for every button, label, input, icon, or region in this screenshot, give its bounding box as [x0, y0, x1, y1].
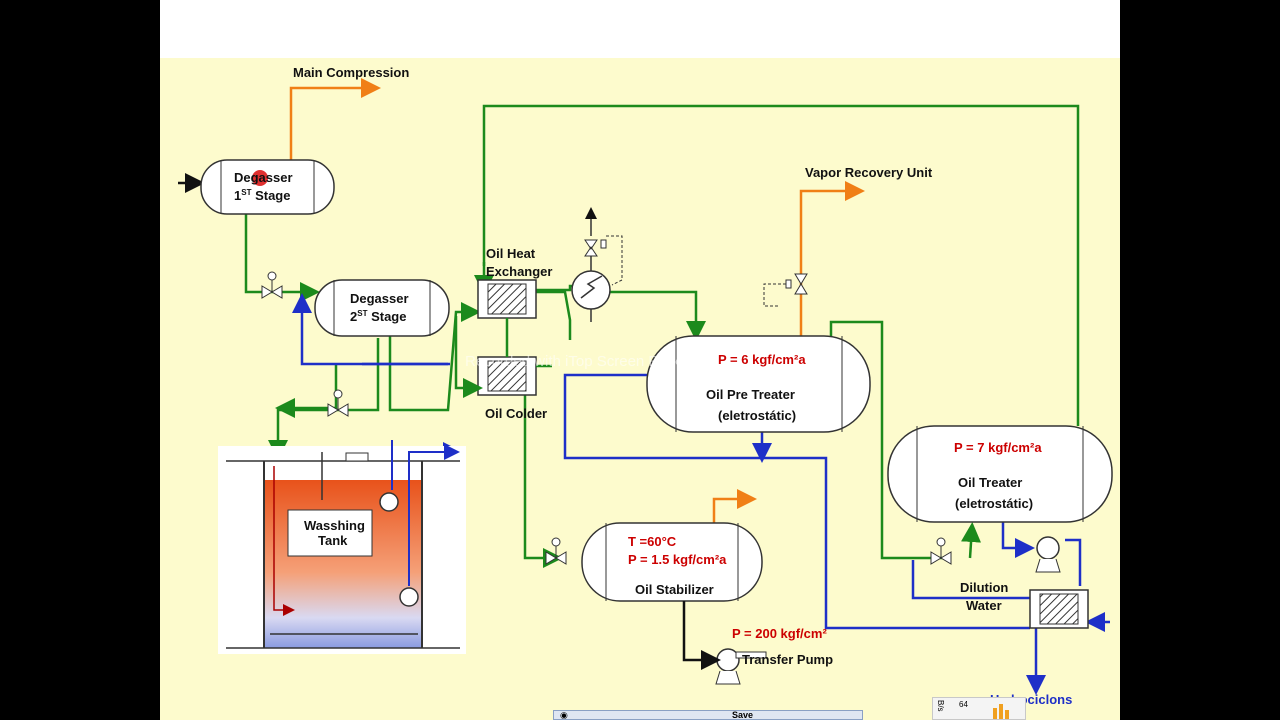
valve-stabilizer-inlet[interactable] — [545, 537, 567, 565]
oil-heat-exchanger-label-line2: Exchanger — [486, 264, 552, 279]
transfer-pump-label: Transfer Pump — [742, 652, 833, 667]
washing-tank-label-line1: Wasshing — [304, 518, 365, 533]
oil-treater-label-line2: (eletrostátic) — [955, 496, 1033, 511]
speed-unit: B/s — [936, 700, 945, 712]
oil-treater-label-line1: Oil Treater — [958, 475, 1022, 490]
vapor-recovery-label: Vapor Recovery Unit — [805, 165, 933, 180]
oil-pre-treater[interactable] — [646, 335, 871, 433]
valve-treater-inlet[interactable] — [930, 537, 952, 565]
gas-line-main-compression — [289, 78, 381, 160]
speed-bar-2 — [999, 704, 1003, 719]
oil-line-into-treater — [961, 522, 982, 559]
dilution-water-exchanger[interactable] — [1029, 589, 1089, 629]
water-line-dilution-water — [911, 560, 1030, 600]
oil-heat-exchanger[interactable] — [477, 279, 537, 319]
app-icon[interactable]: ◉ — [560, 710, 568, 720]
stabilizer-pressure: P = 1.5 kgf/cm²a — [628, 552, 727, 567]
oil-pre-treater-label-line1: Oil Pre Treater — [706, 387, 795, 402]
treater-pressure: P = 7 kgf/cm²a — [954, 440, 1042, 455]
oil-stabilizer[interactable] — [581, 522, 763, 602]
dilution-water-label-line2: Water — [966, 598, 1002, 613]
oil-colder-exchanger[interactable] — [477, 356, 537, 396]
transfer-line — [682, 601, 721, 670]
oil-line-pretreater-to-treater — [829, 320, 945, 560]
oil-line-deg1-to-deg2 — [244, 214, 320, 302]
valve-deg1-outlet[interactable] — [261, 271, 283, 299]
oil-line-to-heat-exchanger — [388, 302, 481, 412]
process-flow-diagram: Main Compression Degasser 1ST Stage Dega… — [160, 58, 1120, 720]
pre-treater-pressure: P = 6 kgf/cm²a — [718, 352, 806, 367]
oil-treater[interactable] — [887, 425, 1113, 523]
gas-line-stabilizer — [712, 489, 757, 523]
oil-colder-label: Oil Colder — [485, 406, 547, 421]
heater[interactable] — [571, 207, 623, 322]
oil-line-hx-down — [536, 290, 572, 340]
degasser-1st-stage[interactable] — [200, 159, 335, 215]
oil-line-heater-to-pretreater — [610, 290, 706, 341]
water-pump-icon[interactable] — [1035, 536, 1061, 573]
degasser1-label-line2: 1ST Stage — [234, 188, 290, 203]
transfer-pressure: P = 200 kgf/cm² — [732, 626, 827, 641]
washing-tank-label-line2: Tank — [318, 533, 348, 548]
degasser1-label-line1: Degasser — [234, 170, 293, 185]
speed-value: 64 — [959, 700, 968, 709]
stabilizer-temperature: T =60°C — [628, 534, 677, 549]
transfer-pump-icon[interactable] — [715, 648, 767, 685]
save-button[interactable]: Save — [732, 710, 754, 720]
dilution-water-label-line1: Dilution — [960, 580, 1008, 595]
oil-line-treater-return — [482, 104, 1080, 426]
oil-stabilizer-label: Oil Stabilizer — [635, 582, 714, 597]
degasser2-label-line1: Degasser — [350, 291, 409, 306]
water-line-dilution — [563, 373, 1030, 630]
oil-pre-treater-label-line2: (eletrostátic) — [718, 408, 796, 423]
main-compression-label: Main Compression — [293, 65, 409, 80]
oil-line-valve-to-tank — [275, 364, 338, 418]
taskbar: ◉ Save — [553, 710, 863, 720]
speed-bar-1 — [993, 708, 997, 719]
washing-tank[interactable] — [218, 440, 466, 654]
valve-vapor-recovery[interactable] — [763, 273, 808, 307]
water-line-treater-out — [1001, 522, 1035, 558]
water-line-pump-out — [1065, 538, 1082, 586]
slide: Main Compression Degasser 1ST Stage Dega… — [160, 0, 1120, 720]
degasser-2nd-stage[interactable] — [314, 279, 450, 337]
speed-bar-3 — [1005, 710, 1009, 719]
cursor-marker — [252, 170, 268, 186]
valve-deg2-outlet[interactable] — [327, 389, 349, 417]
oil-heat-exchanger-label-line1: Oil Heat — [486, 246, 536, 261]
degasser2-label-line2: 2ST Stage — [350, 309, 406, 324]
network-speed-widget: B/s 64 — [932, 697, 1026, 720]
recorder-watermark: Recorded with iTop Screen Recorder — [465, 353, 710, 370]
